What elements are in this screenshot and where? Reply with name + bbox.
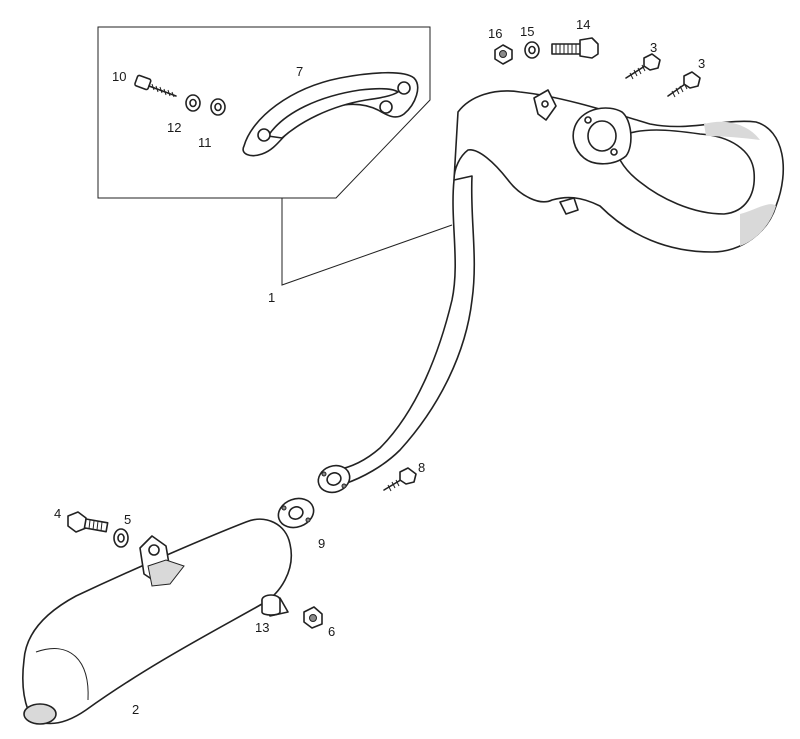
callout-4: 4 bbox=[54, 506, 61, 521]
part-3-bolt-a bbox=[625, 53, 661, 80]
part-10-screw bbox=[134, 74, 177, 98]
callout-labels: 1 2 3 3 4 5 6 7 8 9 10 11 12 13 14 15 16 bbox=[54, 17, 705, 717]
callout-9: 9 bbox=[318, 536, 325, 551]
part-7-bracket bbox=[242, 71, 419, 157]
callout-15: 15 bbox=[520, 24, 534, 39]
callout-5: 5 bbox=[124, 512, 131, 527]
callout-16: 16 bbox=[488, 26, 502, 41]
part-6-nut bbox=[303, 606, 323, 629]
part-13-spacer bbox=[261, 594, 289, 617]
callout-13: 13 bbox=[255, 620, 269, 635]
part-15-washer bbox=[524, 41, 540, 59]
part-4-bolt bbox=[67, 511, 109, 533]
part-11-nut bbox=[210, 98, 226, 116]
part-2-muffler bbox=[22, 518, 293, 725]
part-8-bolt bbox=[383, 467, 417, 492]
part-14-bolt bbox=[551, 37, 599, 59]
callout-1: 1 bbox=[268, 290, 275, 305]
part-3-bolt-b bbox=[667, 71, 701, 98]
part-5-washer bbox=[113, 528, 129, 548]
callout-7: 7 bbox=[296, 64, 303, 79]
part-16-nut bbox=[494, 44, 513, 65]
callout-10: 10 bbox=[112, 69, 126, 84]
kit-inset-box bbox=[97, 26, 453, 286]
callout-14: 14 bbox=[576, 17, 590, 32]
callout-11: 11 bbox=[198, 135, 212, 150]
callout-3b: 3 bbox=[698, 56, 705, 71]
callout-3a: 3 bbox=[650, 40, 657, 55]
callout-8: 8 bbox=[418, 460, 425, 475]
part-9-gasket bbox=[277, 497, 315, 529]
callout-6: 6 bbox=[328, 624, 335, 639]
part-1-header-pipe bbox=[317, 89, 785, 494]
callout-2: 2 bbox=[132, 702, 139, 717]
part-12-washer bbox=[185, 94, 201, 112]
callout-12: 12 bbox=[167, 120, 181, 135]
